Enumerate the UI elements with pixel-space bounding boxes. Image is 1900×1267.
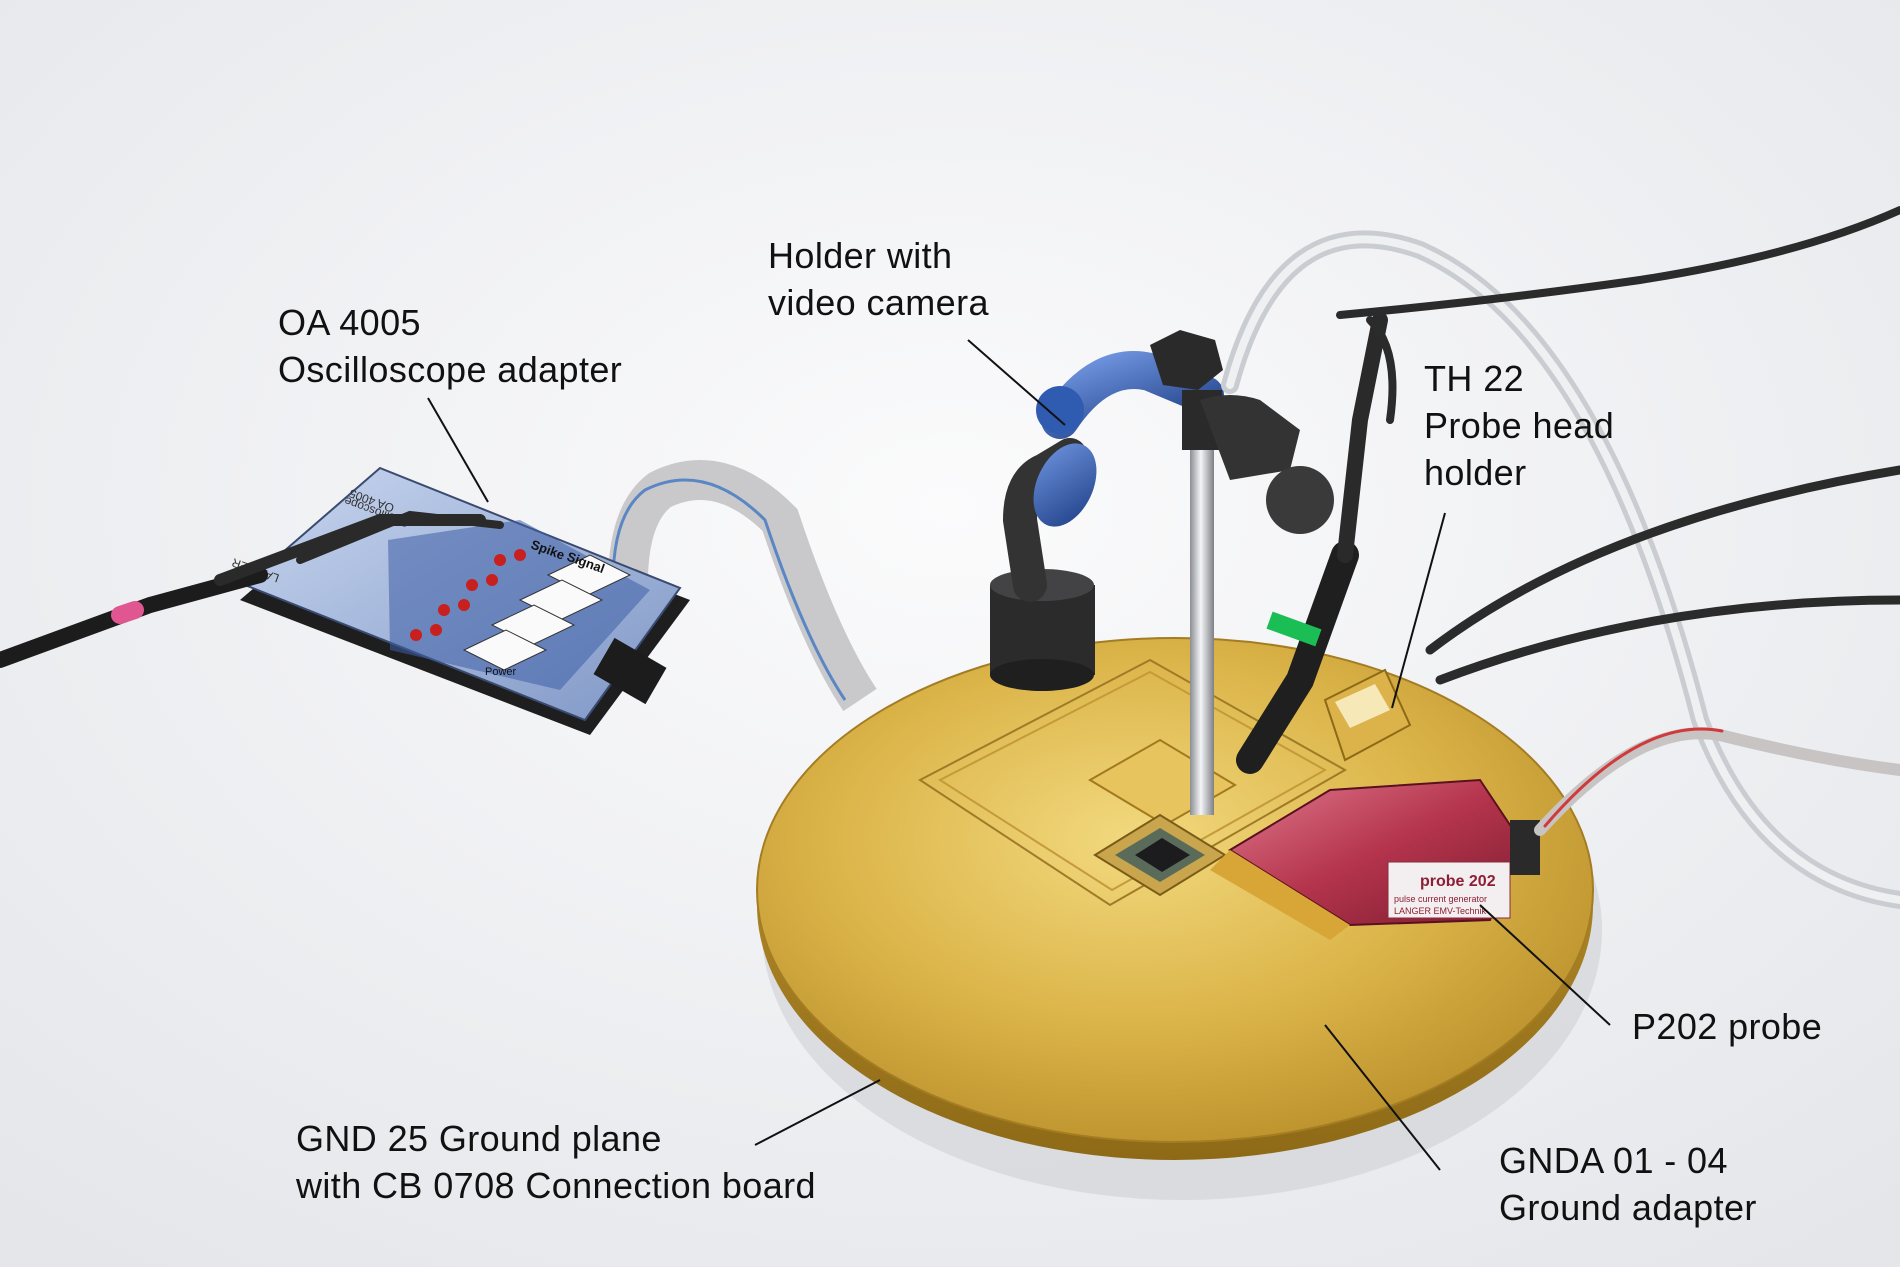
oscilloscope-adapter-callout: OA 4005 Oscilloscope adapter [278, 299, 622, 393]
chip [1093, 813, 1227, 897]
ground-plane-callout: GND 25 Ground plane with CB 0708 Connect… [296, 1115, 816, 1209]
callout-line: video camera [768, 282, 989, 323]
callout-line: Ground adapter [1499, 1187, 1757, 1228]
callout-line: holder [1424, 452, 1527, 493]
callout-line: TH 22 [1424, 358, 1525, 399]
ground-plane [756, 637, 1594, 1160]
probe-head-holder-callout: TH 22 Probe head holder [1424, 355, 1614, 496]
callout-line: GNDA 01 - 04 [1499, 1140, 1728, 1181]
probe-label-sub1: pulse current generator [1394, 894, 1487, 904]
callout-line: Oscilloscope adapter [278, 349, 623, 390]
probe-head-holder [1323, 668, 1412, 762]
cables [1221, 206, 1900, 909]
ribbon-cable [608, 460, 877, 712]
oscilloscope-probe [0, 510, 504, 668]
callout-line: OA 4005 [278, 302, 421, 343]
connection-board [918, 658, 1348, 907]
probe-label-sub2: LANGER EMV-Technik [1394, 906, 1487, 916]
holder-rod [1182, 390, 1334, 815]
callout-line: P202 probe [1632, 1006, 1823, 1047]
ground-adapter-callout: GNDA 01 - 04 Ground adapter [1499, 1137, 1757, 1231]
callout-line: GND 25 Ground plane [296, 1118, 662, 1159]
p202-probe-callout: P202 probe [1632, 1003, 1822, 1050]
callout-line: Probe head [1424, 405, 1615, 446]
callout-line: with CB 0708 Connection board [296, 1165, 816, 1206]
callout-line: Holder with [768, 235, 953, 276]
leader-lines [427, 339, 1611, 1171]
probe-label-name: probe 202 [1420, 873, 1496, 890]
black-probe [1236, 312, 1388, 774]
video-holder-callout: Holder with video camera [768, 232, 989, 326]
adapter-power-label: Power [485, 666, 517, 678]
camera-arm [1002, 330, 1224, 602]
